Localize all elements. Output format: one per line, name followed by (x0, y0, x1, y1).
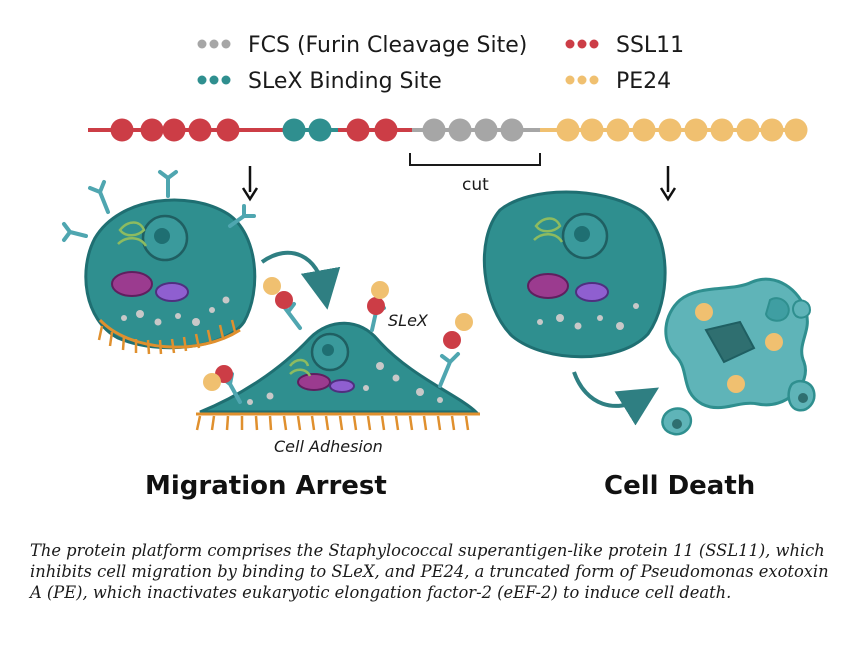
fcs-dots-icon (197, 39, 231, 49)
chain-bead-slex_site (282, 118, 306, 142)
legend-label-fcs: FCS (Furin Cleavage Site) (248, 33, 527, 58)
chain-bead-pe24 (658, 118, 682, 142)
right-panel: Cell Death (482, 190, 816, 501)
chain-bead-pe24 (606, 118, 630, 142)
legend-item-fcs: FCS (Furin Cleavage Site) (197, 33, 527, 58)
legend-item-pe24: PE24 (565, 69, 671, 94)
death-transition-arrow-icon (572, 371, 660, 426)
chain-bead-pe24 (632, 118, 656, 142)
rolling-cell-icon (62, 170, 257, 355)
chain-bead-ssl11 (110, 118, 134, 142)
chain-bead-ssl11 (374, 118, 398, 142)
chain-bead-fcs (422, 118, 446, 142)
chain-bead-pe24 (580, 118, 604, 142)
legend-item-ssl11: SSL11 (565, 33, 684, 58)
chain-bead-fcs (448, 118, 472, 142)
cell-adhesion-label: Cell Adhesion (274, 437, 383, 456)
chain-bead-pe24 (556, 118, 580, 142)
transition-arrow-icon (260, 250, 341, 310)
chain-beads (110, 118, 808, 142)
legend: FCS (Furin Cleavage Site) SLeX Binding S… (197, 33, 684, 94)
ssl11-dots-icon (565, 39, 599, 49)
legend-label-slex: SLeX Binding Site (248, 69, 442, 94)
cell-death-title: Cell Death (604, 471, 755, 501)
figure-caption: The protein platform comprises the Staph… (30, 541, 829, 602)
legend-label-ssl11: SSL11 (616, 33, 684, 58)
down-arrow-left-icon (241, 166, 259, 202)
intact-cell-icon (482, 190, 667, 359)
pe24-dots-icon (565, 75, 599, 85)
chain-bead-pe24 (684, 118, 708, 142)
cut-bracket (409, 153, 541, 166)
cut-label: cut (462, 175, 489, 195)
chain-bead-ssl11 (140, 118, 164, 142)
legend-item-slex: SLeX Binding Site (197, 69, 442, 94)
chain-bead-ssl11 (346, 118, 370, 142)
protein-chain: cut (88, 118, 808, 195)
chain-bead-ssl11 (188, 118, 212, 142)
chain-bead-pe24 (710, 118, 734, 142)
slex-label: SLeX (388, 311, 429, 330)
chain-bead-fcs (500, 118, 524, 142)
chain-bead-pe24 (736, 118, 760, 142)
slex-dots-icon (197, 75, 231, 85)
migration-arrest-title: Migration Arrest (145, 471, 387, 501)
apoptotic-cell-icon (661, 277, 816, 436)
chain-bead-ssl11 (216, 118, 240, 142)
left-panel: SLeX Cell Adhesion Migration Arrest (62, 170, 480, 501)
legend-label-pe24: PE24 (616, 69, 671, 94)
chain-bead-slex_site (308, 118, 332, 142)
chain-bead-pe24 (760, 118, 784, 142)
down-arrow-right-icon (659, 166, 677, 202)
chain-bead-pe24 (784, 118, 808, 142)
chain-bead-fcs (474, 118, 498, 142)
adhered-cell-icon (195, 277, 480, 431)
chain-bead-ssl11 (162, 118, 186, 142)
